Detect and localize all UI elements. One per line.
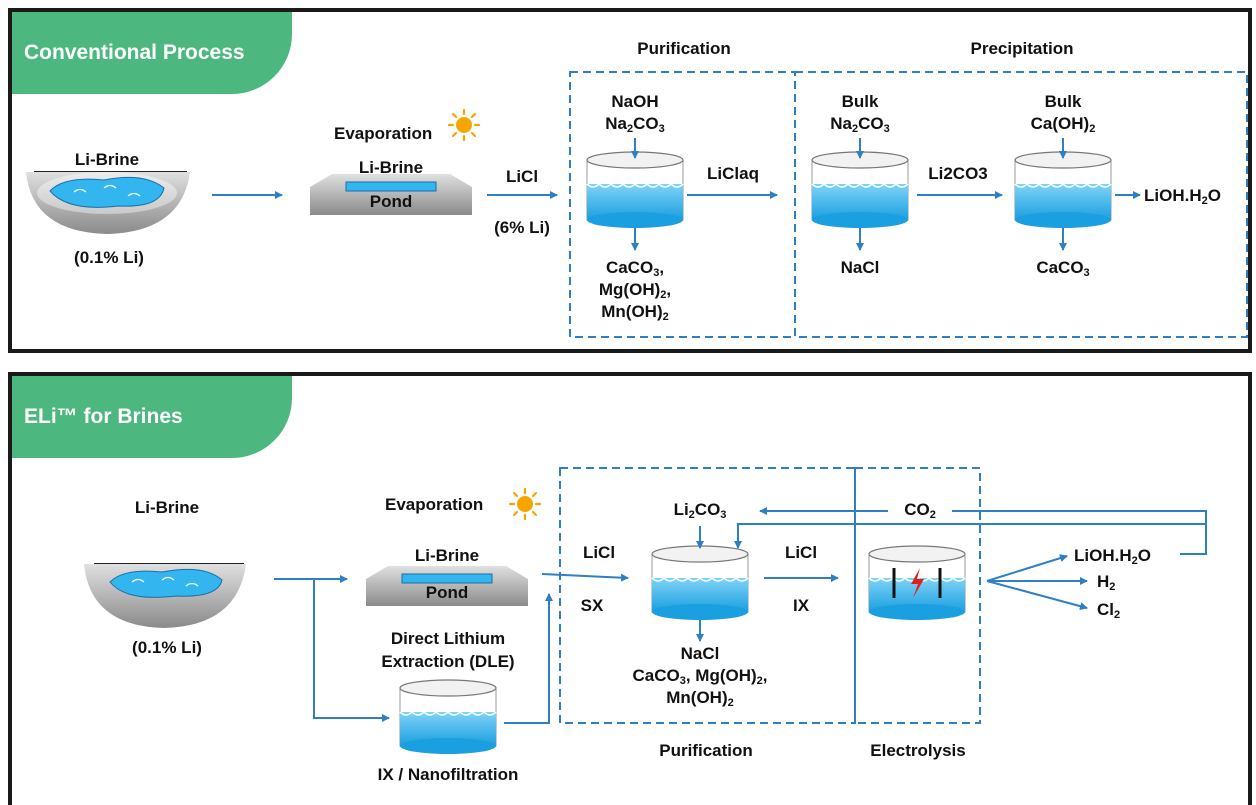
eli-diagram-graphics <box>84 467 1207 754</box>
dle-label-line1: Direct Lithium <box>390 629 506 648</box>
brine-basin-icon <box>84 563 246 628</box>
eli-process-panel: ELi™ for Brines Li-Brine (0.1% Li) Evapo… <box>8 372 1252 805</box>
eli-title-tab: ELi™ for Brines <box>12 376 292 458</box>
evaporation-pond-icon <box>366 566 528 606</box>
brine-concentration-label: (0.1% Li) <box>74 248 144 267</box>
purification-title: Purification <box>637 39 731 58</box>
licl-concentration-label: (6% Li) <box>494 218 550 237</box>
conventional-title: Conventional Process <box>24 41 245 64</box>
precipitation-box <box>794 71 1248 338</box>
precipitation-title: Precipitation <box>970 39 1074 58</box>
purification-tank-icon <box>586 151 684 228</box>
pond-label: Pond <box>369 192 413 211</box>
eli-title: ELi™ for Brines <box>24 405 183 428</box>
mgoh2-label: Mg(OH)2, <box>598 280 672 301</box>
ix-label: IX <box>792 596 810 615</box>
caco3-output-label: CaCO3 <box>1036 258 1090 279</box>
sx-label: SX <box>580 596 604 615</box>
licl-label: LiCl <box>505 167 539 186</box>
mnoh2-label: Mn(OH)2 <box>601 302 669 323</box>
conventional-flow-arrows <box>212 138 1141 251</box>
ix-nanofiltration-label: IX / Nanofiltration <box>377 765 519 784</box>
dle-label-line2: Extraction (DLE) <box>381 652 515 671</box>
naoh-label: NaOH <box>611 92 659 111</box>
lioh-h2o-label: LiOH.H2O <box>1074 546 1151 567</box>
cl2-label: Cl2 <box>1097 600 1121 621</box>
bulk-label-2: Bulk <box>1044 92 1082 111</box>
nacl-label: NaCl <box>840 258 880 277</box>
li-brine-label: Li-Brine <box>134 498 200 517</box>
li-brine-label: Li-Brine <box>74 150 140 169</box>
conventional-diagram-graphics <box>26 71 1248 338</box>
caco3-mgoh2-label: CaCO3, Mg(OH)2, <box>632 666 768 687</box>
evaporation-pond-icon <box>310 174 472 215</box>
conventional-title-tab: Conventional Process <box>12 12 292 94</box>
liclaq-label: LiClaq <box>707 164 759 183</box>
pond-label: Pond <box>425 583 469 602</box>
li2co3-label: Li2CO3 <box>673 500 727 521</box>
mnoh2-label: Mn(OH)2 <box>666 688 734 709</box>
h2-label: H2 <box>1097 572 1116 593</box>
precipitation-tank-2-icon <box>1014 151 1112 228</box>
licl-sx-label: LiCl <box>582 543 616 562</box>
sun-icon <box>508 487 542 521</box>
caco3-label: CaCO3, <box>605 258 665 279</box>
evaporation-label: Evaporation <box>334 124 433 143</box>
evaporation-label: Evaporation <box>385 495 484 514</box>
electrolysis-box <box>854 467 981 724</box>
bulk-label-1: Bulk <box>841 92 879 111</box>
ix-nanofiltration-tank-icon <box>399 679 497 754</box>
caoh2-label: Ca(OH)2 <box>1030 114 1096 135</box>
pond-li-brine-label: Li-Brine <box>358 158 424 177</box>
licl-ix-label: LiCl <box>784 543 818 562</box>
eli-flow-arrows <box>274 507 1207 724</box>
electrolysis-title: Electrolysis <box>870 741 966 760</box>
purification-title: Purification <box>659 741 753 760</box>
electrolysis-cell-icon <box>868 545 966 620</box>
precipitation-tank-1-icon <box>811 151 909 228</box>
li2co3-flow-label: Li2CO3 <box>928 164 988 183</box>
sun-icon <box>447 108 481 142</box>
conventional-process-panel: Conventional Process Li-Brine (0.1% Li) … <box>8 8 1252 353</box>
nacl-label: NaCl <box>680 644 720 663</box>
lioh-h2o-label: LiOH.H2O <box>1144 186 1221 207</box>
bulk-na2co3-label: Na2CO3 <box>830 114 890 135</box>
brine-concentration-label: (0.1% Li) <box>132 638 202 657</box>
purification-tank-icon <box>651 545 749 620</box>
pond-li-brine-label: Li-Brine <box>414 546 480 565</box>
brine-basin-icon <box>26 171 190 234</box>
purification-box <box>559 467 856 724</box>
na2co3-label: Na2CO3 <box>605 114 665 135</box>
co2-label: CO2 <box>904 500 936 521</box>
